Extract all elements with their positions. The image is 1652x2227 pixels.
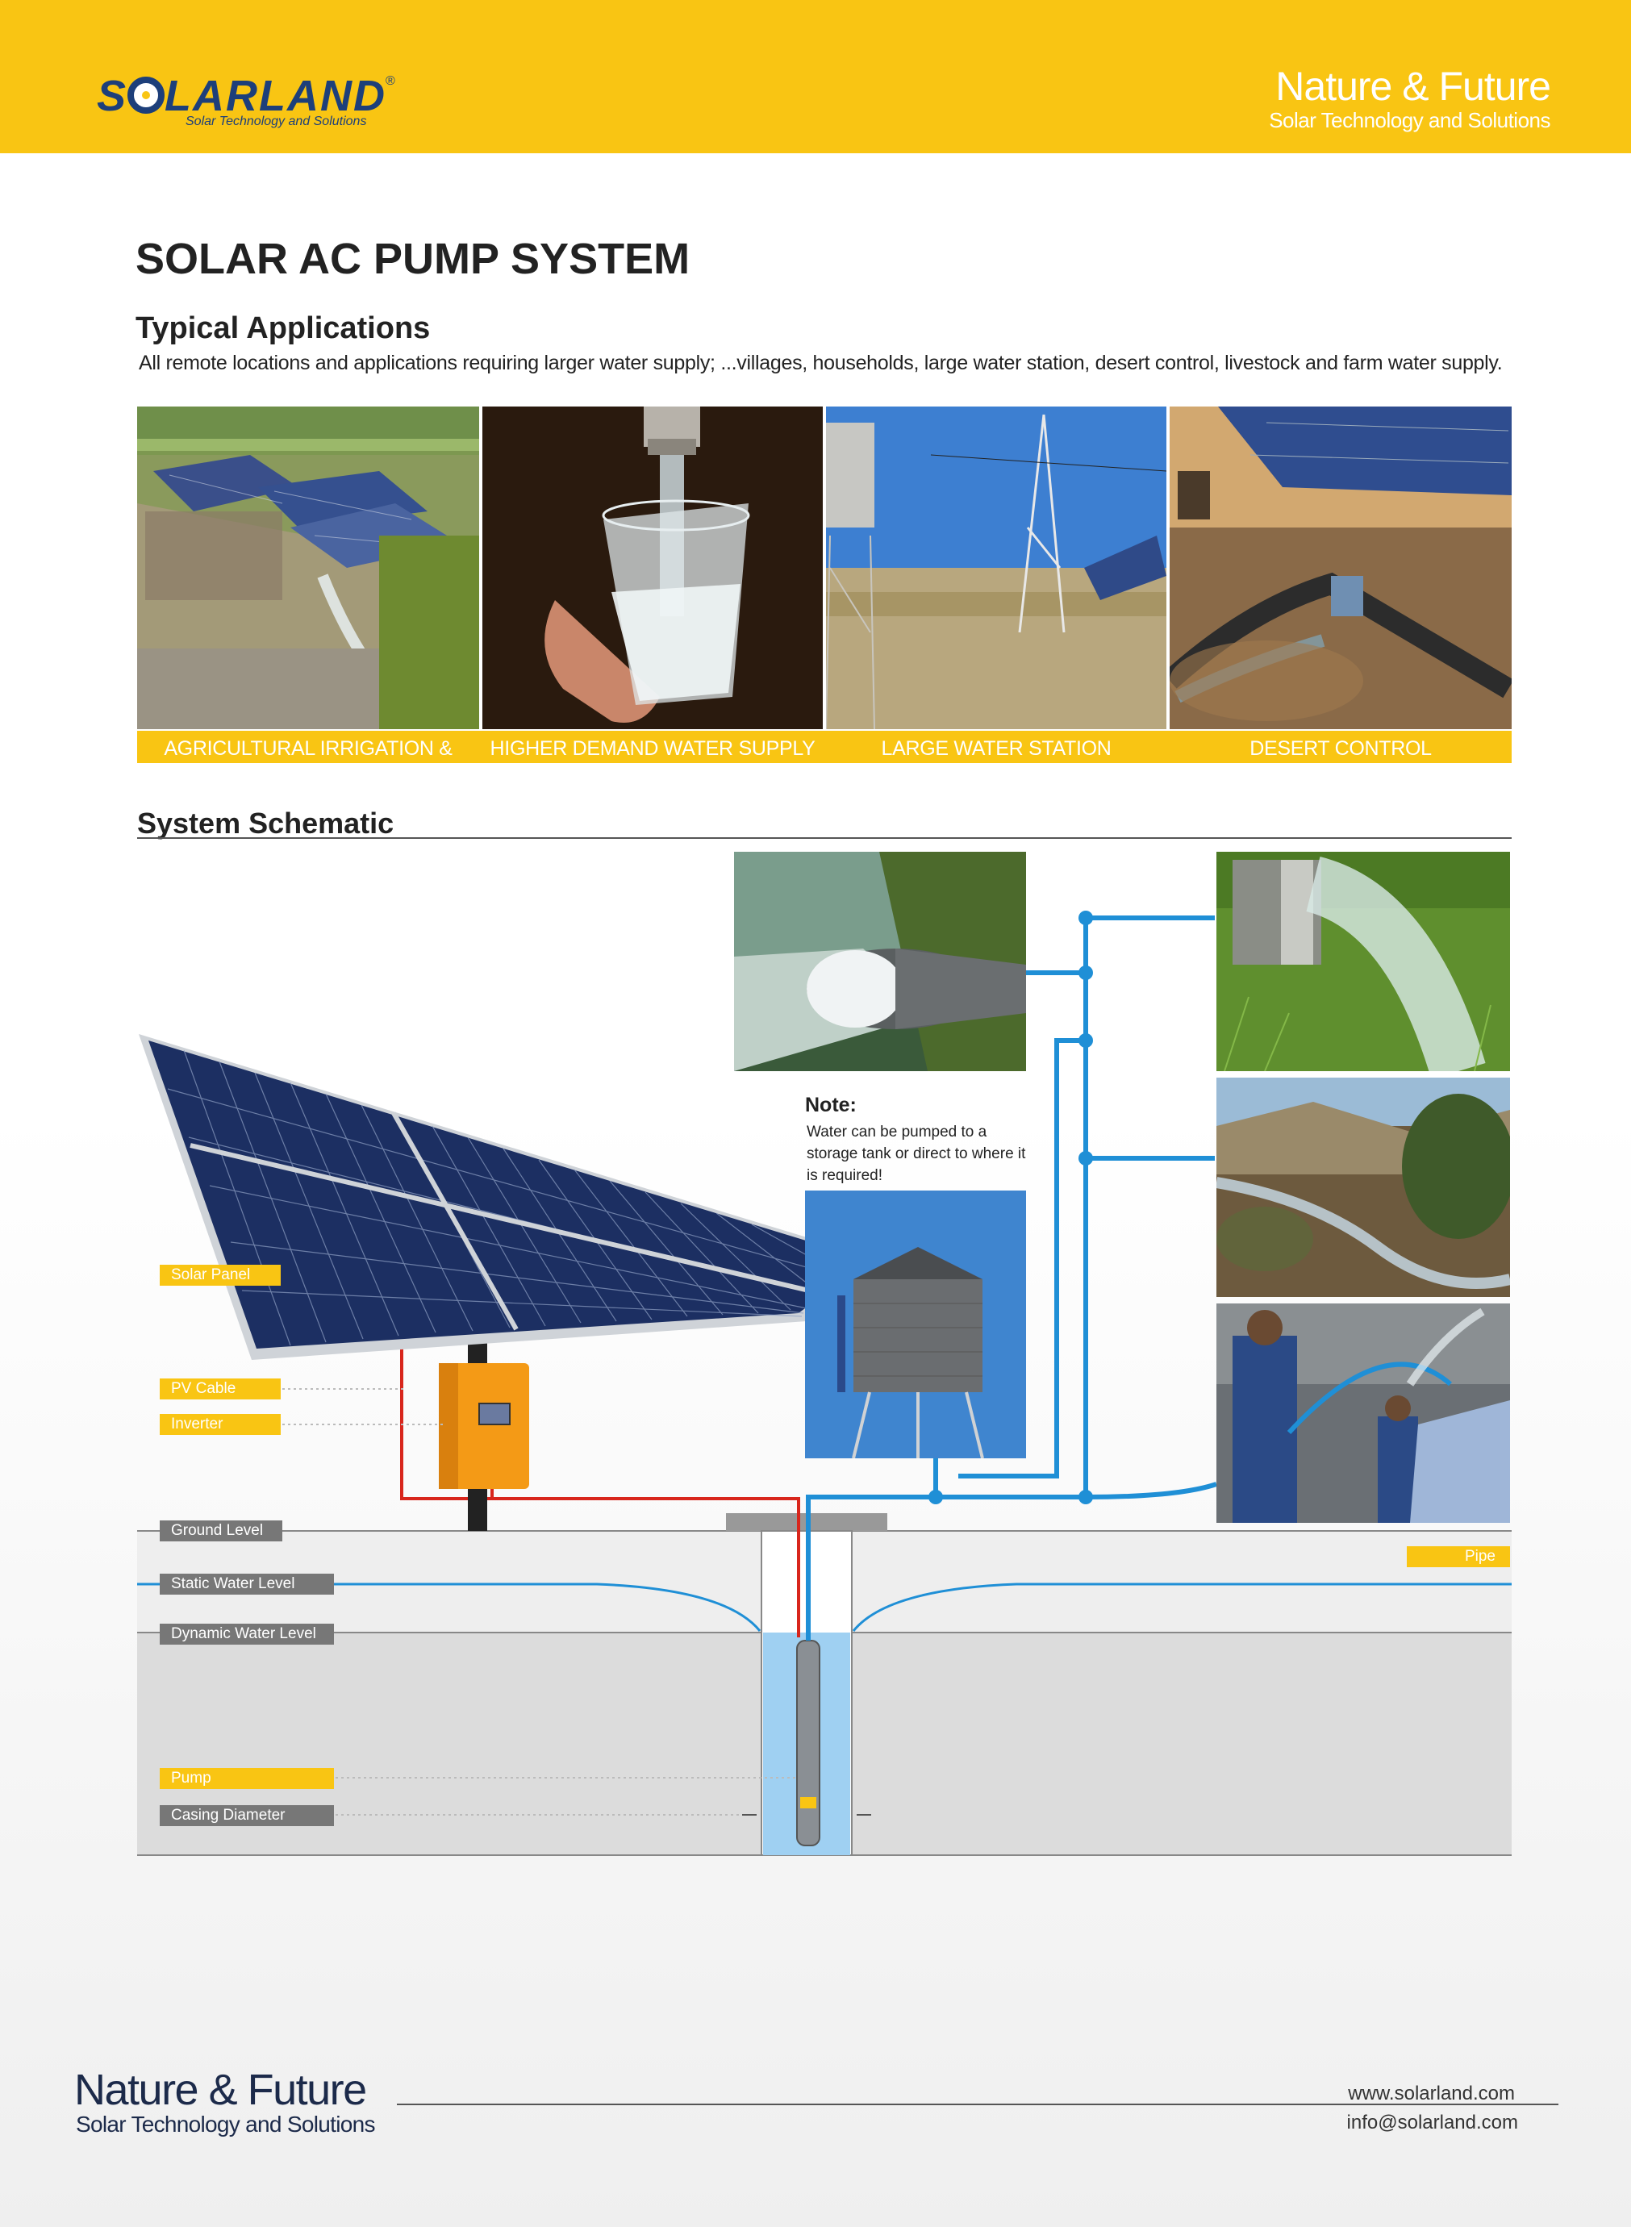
- applications-heading: Typical Applications: [136, 311, 431, 345]
- page-title: SOLAR AC PUMP SYSTEM: [136, 235, 690, 283]
- footer-email-link[interactable]: info@solarland.com: [1346, 2112, 1518, 2133]
- solar-panel: [148, 1041, 870, 1349]
- note-text: Water can be pumped to a storage tank or…: [807, 1124, 1026, 1184]
- logo-sun-icon: [127, 77, 165, 114]
- photo-water-station: [826, 407, 1166, 729]
- header-slogan-sub: Solar Technology and Solutions: [1269, 108, 1550, 132]
- photo-pipe-outlet-river: [734, 852, 1026, 1071]
- inverter: [439, 1363, 529, 1489]
- photo-water-tower: [805, 1191, 1026, 1458]
- brand-tagline: Solar Technology and Solutions: [186, 115, 367, 128]
- static-water-line-right: [852, 1583, 1512, 1632]
- captions-bar: [137, 731, 1512, 763]
- footer-website-link[interactable]: www.solarland.com: [1348, 2083, 1515, 2104]
- label-pipe: Pipe: [1407, 1546, 1510, 1567]
- submersible-pump: [796, 1640, 820, 1846]
- page-edge: [1631, 0, 1652, 2227]
- applications-description: All remote locations and applications re…: [139, 352, 1503, 374]
- header-slogan: Nature & Future: [1275, 64, 1551, 109]
- caption-desert-control: DESERT CONTROL: [1249, 737, 1432, 760]
- caption-higher-demand: HIGHER DEMAND WATER SUPPLY: [490, 737, 816, 760]
- photo-workers-hose: [1216, 1303, 1510, 1523]
- label-ground-level: Ground Level: [160, 1520, 282, 1541]
- header-bar: [0, 0, 1652, 153]
- photo-pipe-outlet-grass: [1216, 852, 1510, 1071]
- caption-agricultural: AGRICULTURAL IRRIGATION & LIVESTOCK: [164, 737, 453, 783]
- label-inverter: Inverter: [160, 1414, 281, 1435]
- photo-agricultural-irrigation: [137, 407, 479, 729]
- schematic-rule: [137, 837, 1512, 839]
- footer-slogan-sub: Solar Technology and Solutions: [76, 2112, 375, 2137]
- schematic-heading: System Schematic: [137, 807, 394, 840]
- label-casing-diameter: Casing Diameter: [160, 1805, 334, 1826]
- water-pipes: [806, 915, 1217, 1641]
- label-pv-cable: PV Cable: [160, 1378, 281, 1399]
- label-static-water-level: Static Water Level: [160, 1574, 334, 1595]
- label-dynamic-water-level: Dynamic Water Level: [160, 1624, 334, 1645]
- registered-mark: ®: [386, 74, 395, 88]
- label-solar-panel: Solar Panel: [160, 1265, 281, 1286]
- photo-desert-control: [1170, 407, 1512, 729]
- label-pump: Pump: [160, 1768, 334, 1789]
- photo-water-glass: [482, 407, 823, 729]
- footer-slogan: Nature & Future: [74, 2066, 367, 2114]
- photo-irrigation-stream: [1216, 1078, 1510, 1297]
- caption-water-station: LARGE WATER STATION: [881, 737, 1112, 760]
- system-schematic: [137, 911, 1512, 1856]
- static-water-line-left: [137, 1583, 761, 1632]
- brand-logo: S LARLAND: [97, 71, 386, 121]
- logo-s: S: [97, 72, 128, 120]
- logo-rest: LARLAND: [165, 72, 386, 120]
- pv-cable: [400, 1345, 800, 1637]
- note-title: Note:: [805, 1094, 857, 1116]
- footer-rule: [397, 2104, 1558, 2105]
